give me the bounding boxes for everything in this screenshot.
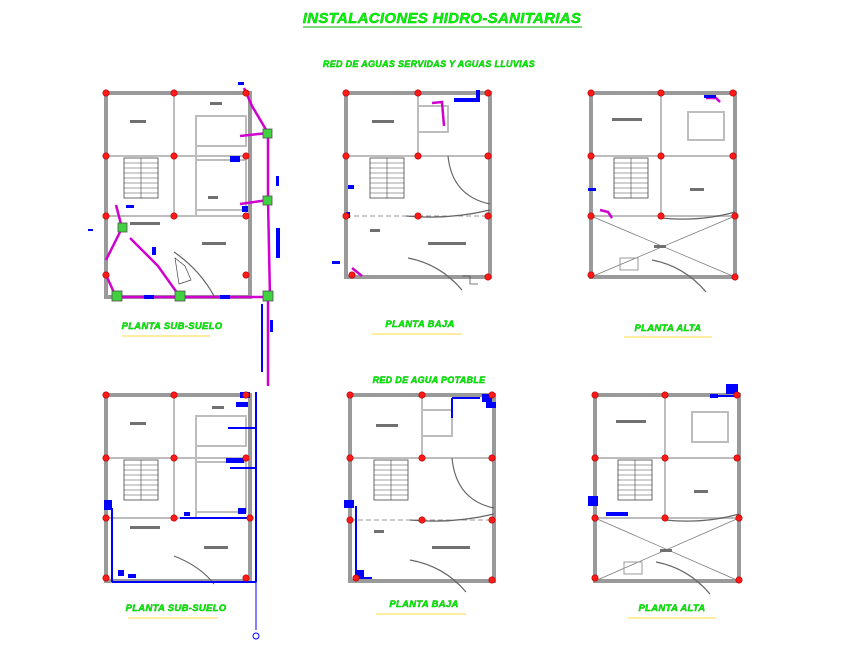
section-title-sewer: RED DE AGUAS SERVIDAS Y AGUAS LLUVIAS [323, 59, 535, 69]
plan-alta-sewer: PLANTA ALTA [587, 89, 739, 338]
plan-subsuelo-sewer: PLANTA SUB-SUELO [88, 82, 280, 386]
plan-label-subsuelo-sewer: PLANTA SUB-SUELO [122, 321, 223, 332]
plan-label-baja-potable: PLANTA BAJA [389, 599, 458, 610]
plan-baja-potable: PLANTA BAJA [344, 391, 496, 615]
plan-alta-potable: PLANTA ALTA [588, 384, 743, 619]
stair-2 [369, 157, 405, 199]
plan-baja-sewer: PLANTA BAJA [332, 89, 492, 335]
stair-4 [123, 459, 159, 501]
sheet-title: INSTALACIONES HIDRO-SANITARIAS [303, 10, 581, 27]
plan-label-alta-potable: PLANTA ALTA [639, 603, 706, 614]
stair-1 [123, 157, 159, 199]
stair-3 [613, 157, 649, 199]
section-title-potable: RED DE AGUA POTABLE [373, 375, 487, 385]
stair-5 [373, 459, 409, 501]
plan-label-baja-sewer: PLANTA BAJA [385, 319, 454, 330]
stair-6 [617, 459, 653, 501]
plan-label-subsuelo-potable: PLANTA SUB-SUELO [126, 603, 227, 614]
plan-subsuelo-potable: PLANTA SUB-SUELO [102, 391, 260, 640]
plan-label-alta-sewer: PLANTA ALTA [635, 323, 702, 334]
